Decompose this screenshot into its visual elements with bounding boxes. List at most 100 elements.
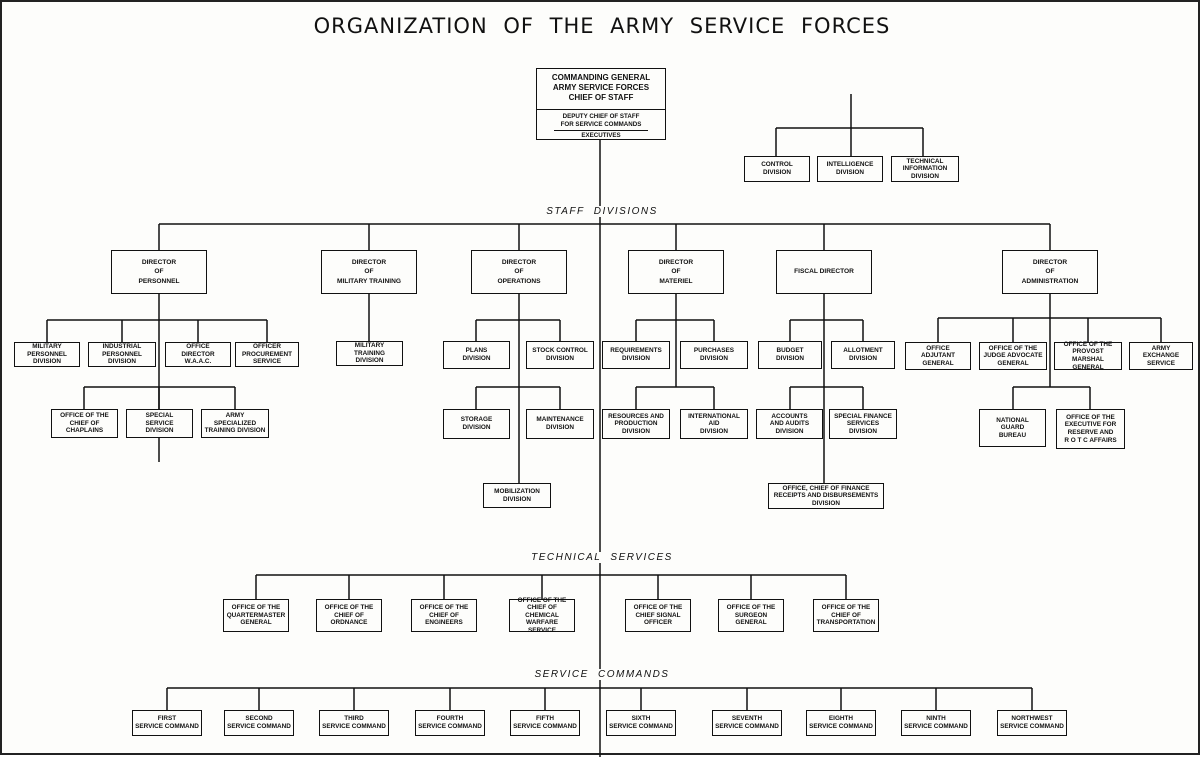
chart-title: ORGANIZATION OF THE ARMY SERVICE FORCES <box>313 14 891 38</box>
northwest-service-command: NORTHWEST SERVICE COMMAND <box>997 710 1067 736</box>
control-division: CONTROL DIVISION <box>744 156 810 182</box>
surgeon-general-label: OFFICE OF THE SURGEON GENERAL <box>726 604 776 627</box>
chief-signal-officer-label: OFFICE OF THE CHIEF SIGNAL OFFICER <box>633 604 683 627</box>
hq-executives: EXECUTIVES <box>581 131 621 139</box>
director-military-training-label: DIRECTOR OF MILITARY TRAINING <box>337 258 401 285</box>
eighth-service-command: EIGHTH SERVICE COMMAND <box>806 710 876 736</box>
seventh-service-command: SEVENTH SERVICE COMMAND <box>712 710 782 736</box>
budget-division-label: BUDGET DIVISION <box>775 347 805 362</box>
national-guard-bureau-label: NATIONAL GUARD BUREAU <box>996 416 1029 439</box>
technical-information-division: TECHNICAL INFORMATION DIVISION <box>891 156 959 182</box>
storage-division: STORAGE DIVISION <box>443 409 510 439</box>
mobilization-division: MOBILIZATION DIVISION <box>483 483 551 508</box>
director-administration: DIRECTOR OF ADMINISTRATION <box>1002 250 1098 294</box>
second-service-command: SECOND SERVICE COMMAND <box>224 710 294 736</box>
chief-of-chaplains-label: OFFICE OF THE CHIEF OF CHAPLAINS <box>60 412 109 435</box>
provost-marshal-general: OFFICE OF THE PROVOST MARSHAL GENERAL <box>1054 340 1122 371</box>
budget-division: BUDGET DIVISION <box>758 341 822 369</box>
chief-of-transportation: OFFICE OF THE CHIEF OF TRANSPORTATION <box>813 599 879 632</box>
resources-production-division-label: RESOURCES AND PRODUCTION DIVISION <box>608 412 664 435</box>
third-service-command-label: THIRD SERVICE COMMAND <box>322 715 386 730</box>
army-specialized-training-division-label: ARMY SPECIALIZED TRAINING DIVISION <box>204 412 266 435</box>
director-operations: DIRECTOR OF OPERATIONS <box>471 250 567 294</box>
officer-procurement-service-label: OFFICER PROCUREMENT SERVICE <box>241 343 293 366</box>
office-adjutant-general: OFFICE ADJUTANT GENERAL <box>905 342 971 370</box>
military-training-division-label: MILITARY TRAINING DIVISION <box>354 342 385 365</box>
national-guard-bureau: NATIONAL GUARD BUREAU <box>979 409 1046 447</box>
hq-deputy-line2: FOR SERVICE COMMANDS <box>560 120 642 128</box>
army-specialized-training-division: ARMY SPECIALIZED TRAINING DIVISION <box>201 409 269 438</box>
director-materiel: DIRECTOR OF MATERIEL <box>628 250 724 294</box>
office-chief-of-finance: OFFICE, CHIEF OF FINANCE RECEIPTS AND DI… <box>768 483 884 509</box>
office-director-waac: OFFICE DIRECTOR W.A.A.C. <box>165 342 231 367</box>
second-service-command-label: SECOND SERVICE COMMAND <box>227 715 291 730</box>
surgeon-general: OFFICE OF THE SURGEON GENERAL <box>718 599 784 632</box>
director-personnel-label: DIRECTOR OF PERSONNEL <box>138 258 180 285</box>
first-service-command: FIRST SERVICE COMMAND <box>132 710 202 736</box>
northwest-service-command-label: NORTHWEST SERVICE COMMAND <box>1000 715 1064 730</box>
director-materiel-label: DIRECTOR OF MATERIEL <box>658 258 694 285</box>
eighth-service-command-label: EIGHTH SERVICE COMMAND <box>809 715 873 730</box>
chief-of-engineers: OFFICE OF THE CHIEF OF ENGINEERS <box>411 599 477 632</box>
maintenance-division: MAINTENANCE DIVISION <box>526 409 594 439</box>
ninth-service-command-label: NINTH SERVICE COMMAND <box>904 715 968 730</box>
director-administration-label: DIRECTOR OF ADMINISTRATION <box>1021 258 1079 285</box>
seventh-service-command-label: SEVENTH SERVICE COMMAND <box>715 715 779 730</box>
first-service-command-label: FIRST SERVICE COMMAND <box>135 715 199 730</box>
control-division-label: CONTROL DIVISION <box>761 161 793 176</box>
chemical-warfare-service-label: OFFICE OF THE CHIEF OF CHEMICAL WARFARE … <box>517 596 567 634</box>
mobilization-division-label: MOBILIZATION DIVISION <box>494 487 540 503</box>
military-training-division: MILITARY TRAINING DIVISION <box>336 341 403 366</box>
hq-deputy-line1: DEPUTY CHIEF OF STAFF <box>562 113 640 120</box>
chief-of-chaplains: OFFICE OF THE CHIEF OF CHAPLAINS <box>51 409 118 438</box>
international-aid-division-label: INTERNATIONAL AID DIVISION <box>688 412 740 435</box>
industrial-personnel-division-label: INDUSTRIAL PERSONNEL DIVISION <box>102 343 142 366</box>
hq-line-commanding-general: COMMANDING GENERAL <box>551 73 651 82</box>
chief-of-ordnance-label: OFFICE OF THE CHIEF OF ORDNANCE <box>324 604 374 627</box>
staff-divisions-label: STAFF DIVISIONS <box>452 206 752 217</box>
special-service-division: SPECIAL SERVICE DIVISION <box>126 409 193 438</box>
army-exchange-service-label: ARMY EXCHANGE SERVICE <box>1142 344 1180 367</box>
fiscal-director: FISCAL DIRECTOR <box>776 250 872 294</box>
special-service-division-label: SPECIAL SERVICE DIVISION <box>145 412 174 435</box>
fourth-service-command-label: FOURTH SERVICE COMMAND <box>418 715 482 730</box>
sixth-service-command: SIXTH SERVICE COMMAND <box>606 710 676 736</box>
intelligence-division: INTELLIGENCE DIVISION <box>817 156 883 182</box>
fifth-service-command: FIFTH SERVICE COMMAND <box>510 710 580 736</box>
director-personnel: DIRECTOR OF PERSONNEL <box>111 250 207 294</box>
director-military-training: DIRECTOR OF MILITARY TRAINING <box>321 250 417 294</box>
accounts-audits-division: ACCOUNTS AND AUDITS DIVISION <box>756 409 823 439</box>
stock-control-division: STOCK CONTROL DIVISION <box>526 341 594 369</box>
judge-advocate-general-label: OFFICE OF THE JUDGE ADVOCATE GENERAL <box>983 344 1043 367</box>
maintenance-division-label: MAINTENANCE DIVISION <box>536 416 584 431</box>
special-finance-services-division: SPECIAL FINANCE SERVICES DIVISION <box>829 409 897 439</box>
headquarters-box: COMMANDING GENERAL ARMY SERVICE FORCES C… <box>536 68 666 140</box>
sixth-service-command-label: SIXTH SERVICE COMMAND <box>609 715 673 730</box>
special-finance-services-division-label: SPECIAL FINANCE SERVICES DIVISION <box>834 412 892 435</box>
fiscal-director-label: FISCAL DIRECTOR <box>794 268 854 276</box>
purchases-division-label: PURCHASES DIVISION <box>693 347 735 362</box>
purchases-division: PURCHASES DIVISION <box>680 341 748 369</box>
accounts-audits-division-label: ACCOUNTS AND AUDITS DIVISION <box>769 412 810 435</box>
requirements-division-label: REQUIREMENTS DIVISION <box>610 347 662 362</box>
chief-signal-officer: OFFICE OF THE CHIEF SIGNAL OFFICER <box>625 599 691 632</box>
quartermaster-general: OFFICE OF THE QUARTERMASTER GENERAL <box>223 599 289 632</box>
allotment-division: ALLOTMENT DIVISION <box>831 341 895 369</box>
army-exchange-service: ARMY EXCHANGE SERVICE <box>1129 342 1193 370</box>
military-personnel-division-label: MILITARY PERSONNEL DIVISION <box>27 343 67 366</box>
plans-division-label: PLANS DIVISION <box>462 347 491 362</box>
service-commands-label: SERVICE COMMANDS <box>452 669 752 680</box>
provost-marshal-general-label: OFFICE OF THE PROVOST MARSHAL GENERAL <box>1063 340 1113 371</box>
allotment-division-label: ALLOTMENT DIVISION <box>843 347 883 362</box>
chief-of-ordnance: OFFICE OF THE CHIEF OF ORDNANCE <box>316 599 382 632</box>
officer-procurement-service: OFFICER PROCUREMENT SERVICE <box>235 342 299 367</box>
reserve-rotc-affairs-label: OFFICE OF THE EXECUTIVE FOR RESERVE AND … <box>1064 413 1117 444</box>
director-operations-label: DIRECTOR OF OPERATIONS <box>497 258 541 285</box>
office-director-waac-label: OFFICE DIRECTOR W.A.A.C. <box>181 343 215 366</box>
hq-line-asf: ARMY SERVICE FORCES <box>552 83 650 92</box>
chief-of-engineers-label: OFFICE OF THE CHIEF OF ENGINEERS <box>419 604 469 627</box>
intelligence-division-label: INTELLIGENCE DIVISION <box>826 161 874 176</box>
military-personnel-division: MILITARY PERSONNEL DIVISION <box>14 342 80 367</box>
